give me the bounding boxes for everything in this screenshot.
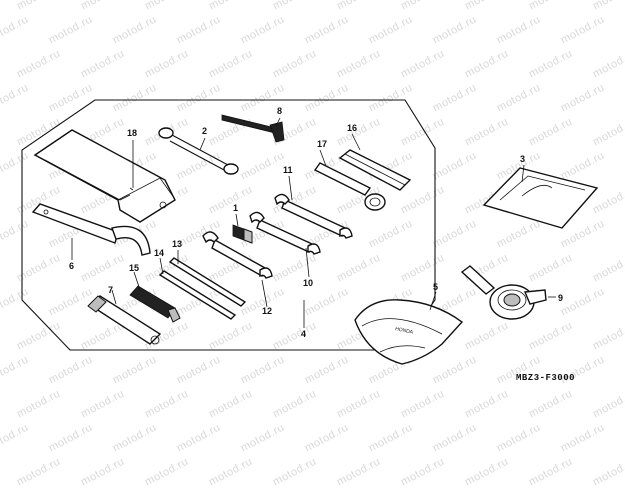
extension-bar-7 xyxy=(87,295,162,345)
callout-14: 14 xyxy=(154,248,164,258)
callout-4: 4 xyxy=(301,329,306,339)
callout-7: 7 xyxy=(108,285,113,295)
tool-bag-18 xyxy=(33,129,176,223)
pouch-brand-text: HONDA xyxy=(395,326,415,336)
callout-18: 18 xyxy=(127,128,137,138)
callout-1: 1 xyxy=(233,203,238,213)
open-wrench-10 xyxy=(249,211,321,255)
pouch-5: HONDA xyxy=(354,299,464,365)
callout-16: 16 xyxy=(347,123,357,133)
part-code: MBZ3-F3000 xyxy=(516,373,575,383)
callout-10: 10 xyxy=(303,278,313,288)
screwdriver-13 xyxy=(168,257,247,307)
callout-3: 3 xyxy=(520,154,525,164)
callout-5: 5 xyxy=(433,282,438,292)
hex-key-8 xyxy=(221,114,285,143)
callout-15: 15 xyxy=(129,263,139,273)
handle-15 xyxy=(129,285,181,323)
callout-12: 12 xyxy=(262,306,272,316)
box-wrench-2 xyxy=(158,127,239,175)
callout-17: 17 xyxy=(317,139,327,149)
callout-11: 11 xyxy=(283,165,293,175)
clip-1 xyxy=(232,224,253,244)
callout-8: 8 xyxy=(277,106,282,116)
pin-spanner-6 xyxy=(31,203,151,256)
document-holder-3 xyxy=(482,167,599,229)
screwdriver-handle-16 xyxy=(338,149,412,191)
callout-9: 9 xyxy=(558,293,563,303)
open-wrench-11 xyxy=(274,193,353,239)
callout-6: 6 xyxy=(69,261,74,271)
open-wrench-12 xyxy=(202,231,273,279)
valve-gauge-9 xyxy=(460,265,547,320)
leader-lines xyxy=(71,117,556,328)
callout-13: 13 xyxy=(172,239,182,249)
spark-plug-wrench-17 xyxy=(313,162,386,211)
callout-2: 2 xyxy=(202,126,207,136)
tool-kit-diagram: HONDA 18 2 8 16 17 11 1 3 6 10 13 xyxy=(21,99,599,383)
